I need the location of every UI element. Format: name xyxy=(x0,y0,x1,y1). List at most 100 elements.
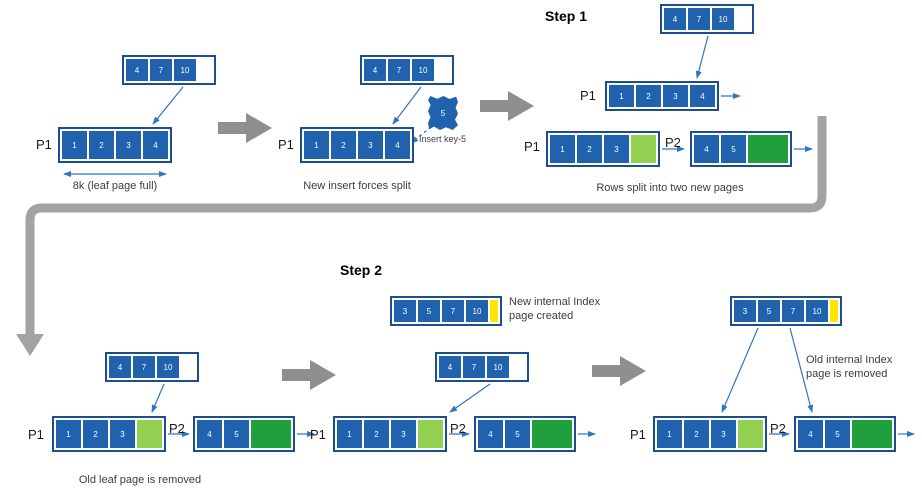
page-cell: 1 xyxy=(609,85,634,107)
page-cell: 4 xyxy=(109,356,131,378)
caption-insert-key5: Insert key-5 xyxy=(419,134,467,144)
caption-new-internal-created: New internal Index page created xyxy=(509,296,601,322)
page-cell xyxy=(251,420,291,448)
caption-rows-split: Rows split into two new pages xyxy=(596,182,744,194)
page-cell: 7 xyxy=(133,356,155,378)
page-cell: 10 xyxy=(157,356,179,378)
page-cell: 2 xyxy=(684,420,709,448)
page-cell: 1 xyxy=(657,420,682,448)
page-cell: 2 xyxy=(83,420,108,448)
torn-page-key5: 5 xyxy=(428,96,458,130)
page-label-p1-step2a: P1 xyxy=(28,427,44,442)
page-cell xyxy=(736,8,750,30)
page-cell: 5 xyxy=(825,420,850,448)
page-cell: 10 xyxy=(174,59,196,81)
page-cell: 4 xyxy=(478,420,503,448)
page-cell: 7 xyxy=(150,59,172,81)
page-cell: 4 xyxy=(690,85,715,107)
page-cell: 3 xyxy=(711,420,736,448)
page-cell: 4 xyxy=(364,59,386,81)
page-cell xyxy=(198,59,212,81)
page-cell: 10 xyxy=(412,59,434,81)
page-cell: 4 xyxy=(143,131,168,159)
page-cell: 3 xyxy=(604,135,629,163)
step-arrow-4-icon xyxy=(592,356,646,386)
page-cell: 10 xyxy=(487,356,509,378)
step1-title: Step 1 xyxy=(545,8,588,24)
page-cell: 4 xyxy=(664,8,686,30)
page-cell: 7 xyxy=(442,300,464,322)
page-cell: 3 xyxy=(734,300,756,322)
page-cell xyxy=(436,59,450,81)
page-cell xyxy=(181,356,195,378)
page-label-p1-mid: P1 xyxy=(580,88,596,103)
page-cell: 3 xyxy=(663,85,688,107)
step-arrow-1-icon xyxy=(218,113,272,143)
page-label-p1-step2c: P1 xyxy=(630,427,646,442)
page-cell: 2 xyxy=(577,135,602,163)
pointer-e-internal-to-leaf xyxy=(449,383,491,413)
pointer-f-internal-to-p1 xyxy=(721,327,759,413)
page-cell: 3 xyxy=(116,131,141,159)
page-cell xyxy=(830,300,838,322)
page-cell: 10 xyxy=(806,300,828,322)
page-cell xyxy=(418,420,443,448)
page-cell: 3 xyxy=(358,131,383,159)
page-cell xyxy=(511,356,525,378)
page-cell xyxy=(852,420,892,448)
page-cell xyxy=(631,135,656,163)
page-label-p2-step2c: P2 xyxy=(770,421,786,436)
page-cell: 5 xyxy=(224,420,249,448)
pointer-d-internal-to-leaf xyxy=(151,383,165,413)
page-cell: 7 xyxy=(388,59,410,81)
step-arrow-2-icon xyxy=(480,91,534,121)
page-cell: 2 xyxy=(364,420,389,448)
page-label-p1-initial: P1 xyxy=(36,137,52,152)
page-cell xyxy=(490,300,498,322)
page-label-p2-step2b: P2 xyxy=(450,421,466,436)
pointer-b-internal-to-leaf xyxy=(392,86,422,125)
pointer-c-internal-to-mid xyxy=(695,35,709,79)
page-cell: 4 xyxy=(694,135,719,163)
page-cell: 1 xyxy=(62,131,87,159)
page-cell xyxy=(532,420,572,448)
page-cell: 2 xyxy=(89,131,114,159)
page-cell: 7 xyxy=(688,8,710,30)
page-cell: 4 xyxy=(197,420,222,448)
page-cell: 5 xyxy=(721,135,746,163)
page-cell: 2 xyxy=(331,131,356,159)
page-cell: 4 xyxy=(798,420,823,448)
step-arrow-3-icon xyxy=(282,360,336,390)
page-cell xyxy=(748,135,788,163)
page-cell: 4 xyxy=(126,59,148,81)
page-cell: 1 xyxy=(550,135,575,163)
page-cell: 7 xyxy=(782,300,804,322)
page-cell: 1 xyxy=(56,420,81,448)
caption-old-leaf-removed: Old leaf page is removed xyxy=(78,474,202,486)
page-cell: 5 xyxy=(418,300,440,322)
page-label-p2-step2a: P2 xyxy=(169,421,185,436)
page-cell: 2 xyxy=(636,85,661,107)
page-cell xyxy=(738,420,763,448)
step-flow-connector-arrowhead xyxy=(16,334,44,356)
page-cell: 7 xyxy=(463,356,485,378)
page-cell: 3 xyxy=(110,420,135,448)
torn-page-value: 5 xyxy=(440,108,446,118)
